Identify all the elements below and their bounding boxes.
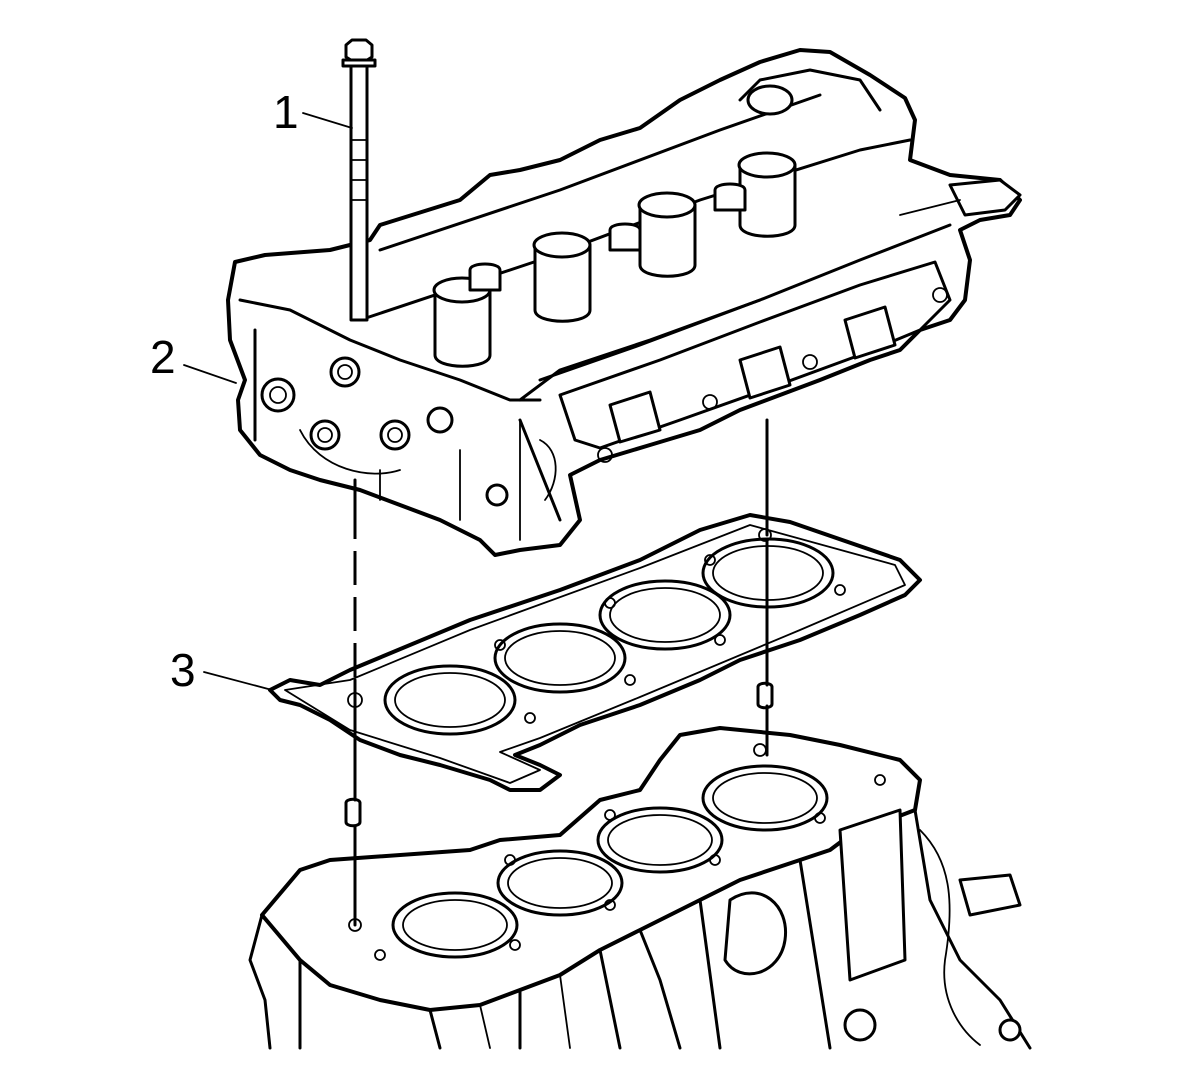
cylinder-head xyxy=(226,48,1022,557)
head-bolt xyxy=(341,38,377,322)
callout-3: 3 xyxy=(170,644,273,696)
cam-tower-4 xyxy=(737,151,797,238)
callout-1: 1 xyxy=(273,86,353,138)
callout-label-1: 1 xyxy=(273,86,299,138)
dowel-pin-left xyxy=(344,797,362,828)
dowel-pin-right xyxy=(756,681,774,710)
head-gasket xyxy=(268,513,922,792)
callout-2: 2 xyxy=(150,331,237,384)
cam-tower-2 xyxy=(532,231,592,323)
cam-tower-3 xyxy=(637,191,697,278)
engine-block xyxy=(248,726,1032,1050)
callout-label-3: 3 xyxy=(170,644,196,696)
callout-label-2: 2 xyxy=(150,331,176,383)
